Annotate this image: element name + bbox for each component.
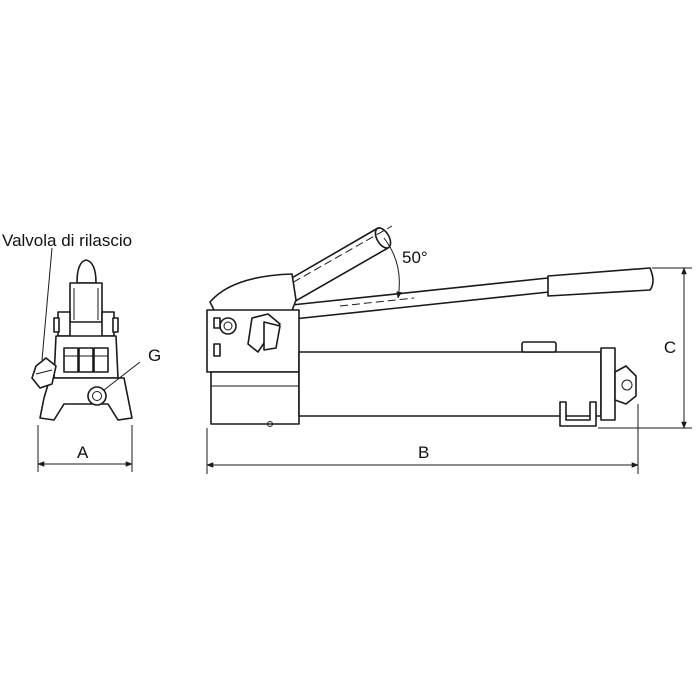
release-valve-label: Valvola di rilascio — [2, 231, 132, 250]
dimension-c-label: C — [664, 338, 676, 357]
dimension-b-label: B — [418, 443, 429, 462]
front-view — [31, 247, 141, 472]
side-view — [206, 225, 692, 474]
angle-label: 50° — [402, 248, 428, 267]
dimension-a-label: A — [77, 443, 89, 462]
port-g-label: G — [148, 346, 161, 365]
